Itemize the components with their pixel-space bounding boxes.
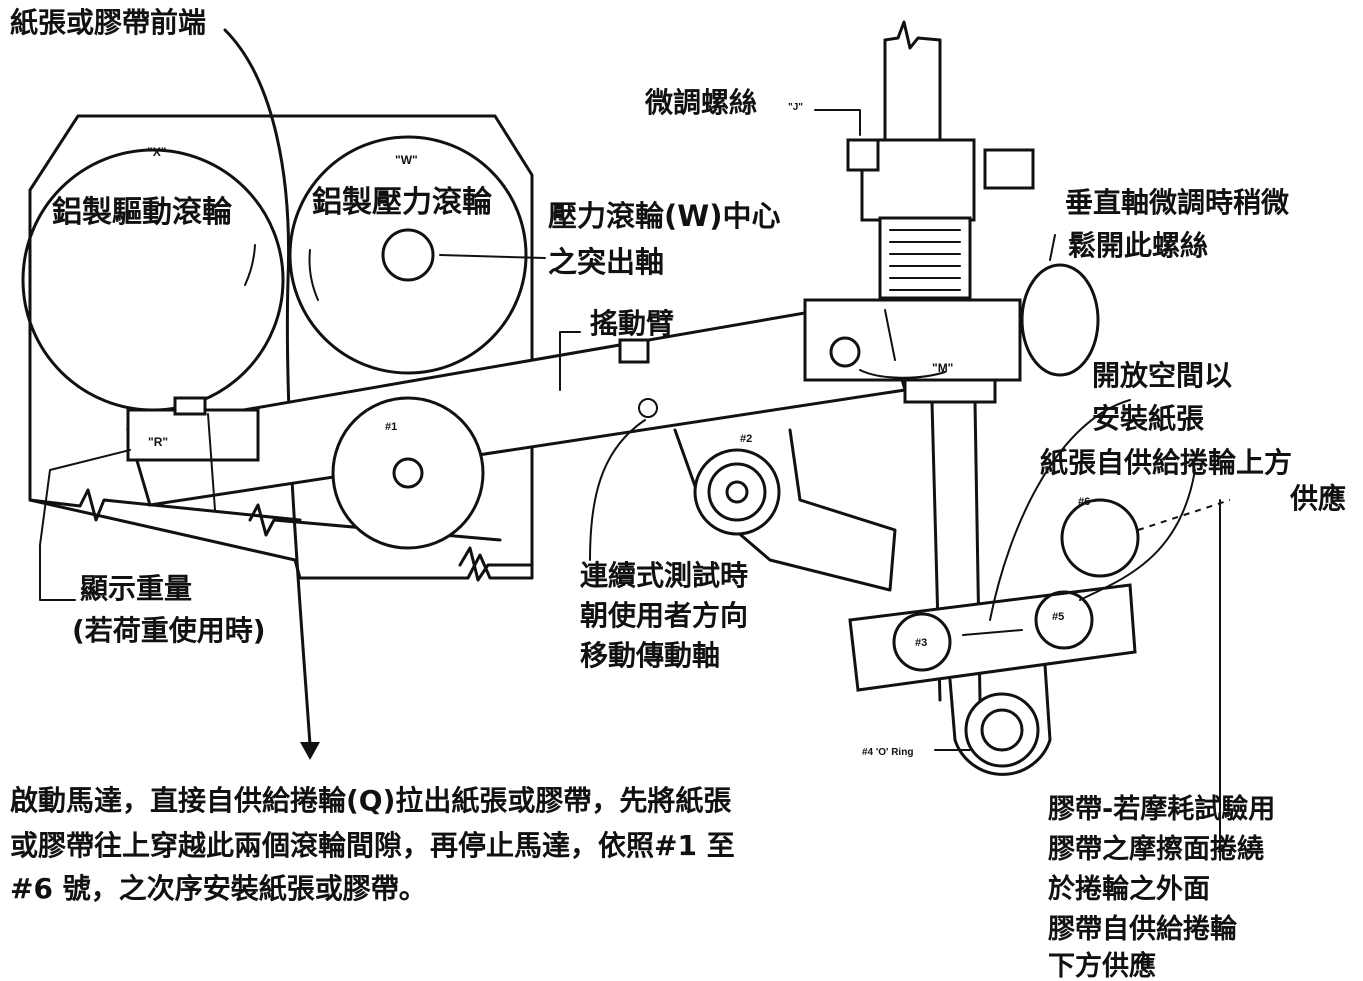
collar [903,378,997,404]
fine-screw-j [846,138,880,172]
side-knob [983,148,1035,190]
tag-5: #5 [1052,611,1064,623]
screw-m [884,309,896,361]
leader-fine-screw [814,109,861,136]
rocker-arm [126,298,907,507]
leader-shaft [439,254,546,259]
rocker-pin [638,398,658,418]
leader-m [859,369,946,379]
adjust-block [860,138,976,222]
tag-2: #2 [740,433,752,445]
o-ring-hub [980,708,1024,752]
leader-continuous [589,419,646,561]
leader-weight-top [39,449,131,546]
roller-1 [331,396,485,550]
label-tape-1: 膠帶-若摩耗試驗用 [1048,793,1275,825]
leader-release [1049,234,1056,261]
tag-r: "R" [148,435,168,449]
drive-roller-x [21,148,285,412]
lower-arm [948,663,1052,776]
label-supply-top-1: 紙張自供給捲輪上方 [1040,446,1292,479]
leader-supply-top [1079,469,1196,601]
label-pressure-center-2: 之突出軸 [548,245,664,279]
spring-r [207,413,216,511]
tag-j: "J" [788,102,803,113]
label-pressure-center-1: 壓力滾輪(W)中心 [548,199,781,233]
o-ring [964,692,1040,768]
top-shaft [883,38,942,142]
tape-path [223,28,312,747]
tag-6: #6 [1078,496,1090,508]
label-tape-4: 膠帶自供給捲輪 [1048,913,1238,945]
top-shaft-break [883,20,942,50]
label-display-weight-2: (若荷重使用時) [72,614,266,647]
tag-m: "M" [932,361,953,375]
label-supply-top-2: 供應 [1289,482,1346,515]
roller-6 [1060,498,1140,578]
release-screw-knob [1020,263,1100,377]
label-drive-roller: 鋁製驅動滾輪 [52,195,233,230]
label-tape-2: 膠帶之摩擦面捲繞 [1048,833,1264,865]
roller-3 [892,612,952,672]
label-tape-3: 於捲輪之外面 [1048,873,1210,905]
label-continuous-1: 連續式測試時 [580,559,748,592]
spring-housing [878,216,972,300]
pressure-roller-center-shaft [381,228,435,282]
gap-arrow [962,629,1023,636]
drive-roller-rotation-arrow [244,244,256,286]
supply-dash [1137,499,1231,531]
label-vertical-adjust-2: 鬆開此螺絲 [1068,229,1208,262]
lower-bracket [848,583,1137,692]
break-line-low [458,546,532,582]
label-rocker-arm: 搖動臂 [590,307,674,340]
rocker-knob [618,338,650,364]
label-display-weight-1: 顯示重量 [80,572,192,605]
roller-2-hub [725,480,749,504]
label-fine-screw: 微調螺絲 [644,86,757,119]
roller-2 [693,448,781,536]
tag-3: #3 [915,637,927,649]
label-paper-front: 紙張或膠帶前端 [10,6,206,39]
block-r [126,408,260,462]
label-oring: #4 'O' Ring [862,747,913,758]
break-line-mid [248,503,502,542]
break-line-left [28,488,302,522]
roller-2-ring [707,462,767,522]
label-continuous-3: 移動傳動軸 [580,639,720,672]
instruction-line-1: 啟動馬達，直接自供給捲輪(Q)拉出紙張或膠帶，先將紙張 [10,784,731,817]
instruction-line-3: #6 號，之次序安裝紙張或膠帶。 [10,872,427,905]
pressure-roller-rotation-arrow [308,249,319,301]
tag-1: #1 [385,421,397,433]
block-r-top [173,396,207,416]
label-tape-5: 下方供應 [1048,950,1156,981]
pivot-m [829,336,861,368]
tag-w: "W" [395,153,418,167]
label-pressure-roller: 鋁製壓力滾輪 [312,185,493,220]
label-open-space-1: 開放空間以 [1092,359,1232,392]
leader-rocker [559,331,581,391]
roller-1-hub [392,457,424,489]
leader-weight [39,544,76,601]
label-vertical-adjust-1: 垂直軸微調時稍微 [1065,186,1289,219]
triangle-marker-icon [300,742,320,760]
leader-open-space [989,399,1131,621]
label-continuous-2: 朝使用者方向 [580,599,748,632]
spring-coils [889,229,961,291]
instruction-line-2: 或膠帶往上穿越此兩個滾輪間隙，再停止馬達，依照#1 至 [10,829,735,862]
tag-x: "X" [147,145,166,159]
roller-5 [1034,590,1094,650]
pressure-roller-w [288,135,528,375]
label-open-space-2: 安裝紙張 [1092,402,1204,435]
